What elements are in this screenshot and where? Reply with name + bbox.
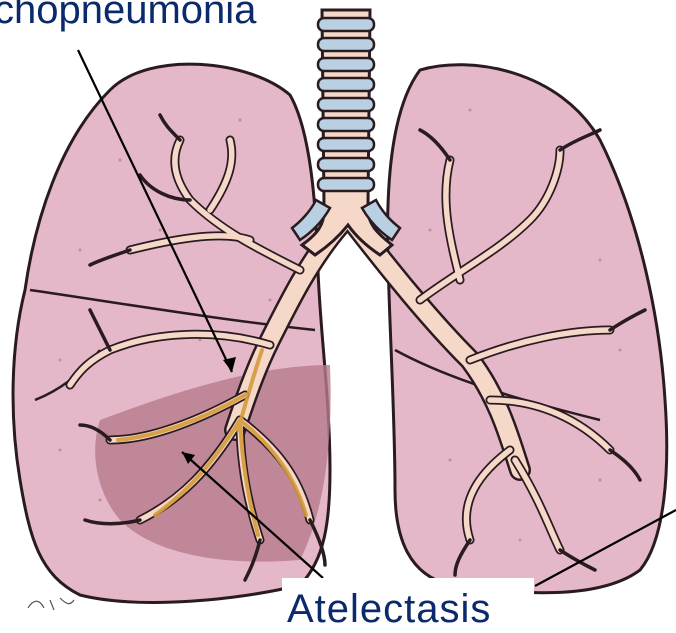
label-bronchopneumonia: chopneumonia — [0, 0, 256, 34]
label-atelectasis: Atelectasis — [287, 585, 491, 633]
trachea — [292, 10, 400, 255]
lung-diagram — [0, 0, 676, 613]
signature-mark — [28, 598, 74, 610]
